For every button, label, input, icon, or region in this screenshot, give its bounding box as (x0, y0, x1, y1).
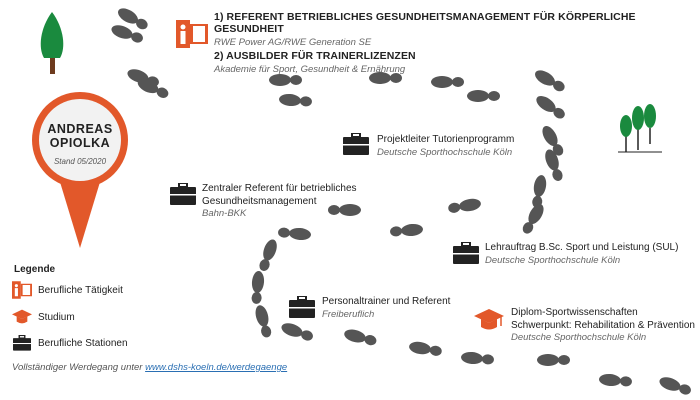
tutor-sub: Deutsche Sporthochschule Köln (377, 146, 513, 158)
legend-label: Studium (38, 311, 75, 323)
footer-label: Vollständiger Werdegang unter (12, 362, 146, 373)
orange-person-icon (12, 280, 32, 300)
briefcase-icon (289, 295, 315, 323)
legend-title: Legende (14, 264, 56, 275)
personal-sub: Freiberuflich (322, 308, 375, 320)
legend-item-taetigkeit: Berufliche Tätigkeit (12, 280, 123, 300)
forest-icon (618, 104, 662, 153)
lehr-sub: Deutsche Sporthochschule Köln (485, 254, 621, 266)
person-name-line2: OPIOLKA (49, 136, 111, 151)
bahn-title-l2: Gesundheitsmanagement (202, 195, 317, 207)
person-name: ANDREAS OPIOLKA (38, 122, 122, 151)
bahn-title-l1: Zentraler Referent für betriebliches (202, 183, 357, 194)
briefcase-icon (453, 241, 479, 269)
tutor-title: Projektleiter Tutorienprogramm (377, 134, 515, 145)
briefcase-icon (170, 182, 196, 210)
diplom-sub: Deutsche Sporthochschule Köln (511, 332, 647, 343)
briefcase-icon (343, 132, 369, 160)
location-pin (32, 92, 128, 248)
legend-item-stationen: Berufliche Stationen (12, 333, 128, 353)
person-name-line1: ANDREAS (47, 122, 113, 136)
orange-person-icon (176, 20, 208, 48)
stand-date: Stand 05/2020 (53, 157, 107, 166)
footer-text: Vollständiger Werdegang unter www.dshs-k… (12, 362, 287, 373)
diplom-title-l2: Schwerpunkt: Rehabilitation & Prävention (511, 319, 695, 331)
top-station-line1: 1) REFERENT BETRIEBLICHES GESUNDHEITSMAN… (214, 11, 636, 35)
graduation-cap-icon (12, 307, 32, 327)
briefcase-icon (12, 333, 32, 353)
graduation-cap-icon (474, 309, 504, 336)
top-station-sub1: RWE Power AG/RWE Generation SE (214, 37, 372, 48)
tree-icon (40, 12, 64, 74)
lehr-title: Lehrauftrag B.Sc. Sport und Leistung (SU… (485, 242, 679, 253)
personal-title: Personaltrainer und Referent (322, 296, 451, 307)
legend-label: Berufliche Tätigkeit (38, 284, 123, 296)
werdegang-link[interactable]: www.dshs-koeln.de/werdegaenge (145, 362, 288, 373)
top-station-line2: 2) AUSBILDER FÜR TRAINERLIZENZEN (214, 50, 416, 62)
bahn-sub: Bahn-BKK (202, 208, 247, 219)
legend-label: Berufliche Stationen (38, 337, 128, 349)
legend-item-studium: Studium (12, 307, 75, 327)
diplom-title-l1: Diplom-Sportwissenschaften (511, 307, 638, 318)
top-station-sub2: Akademie für Sport, Gesundheit & Ernähru… (214, 64, 406, 75)
